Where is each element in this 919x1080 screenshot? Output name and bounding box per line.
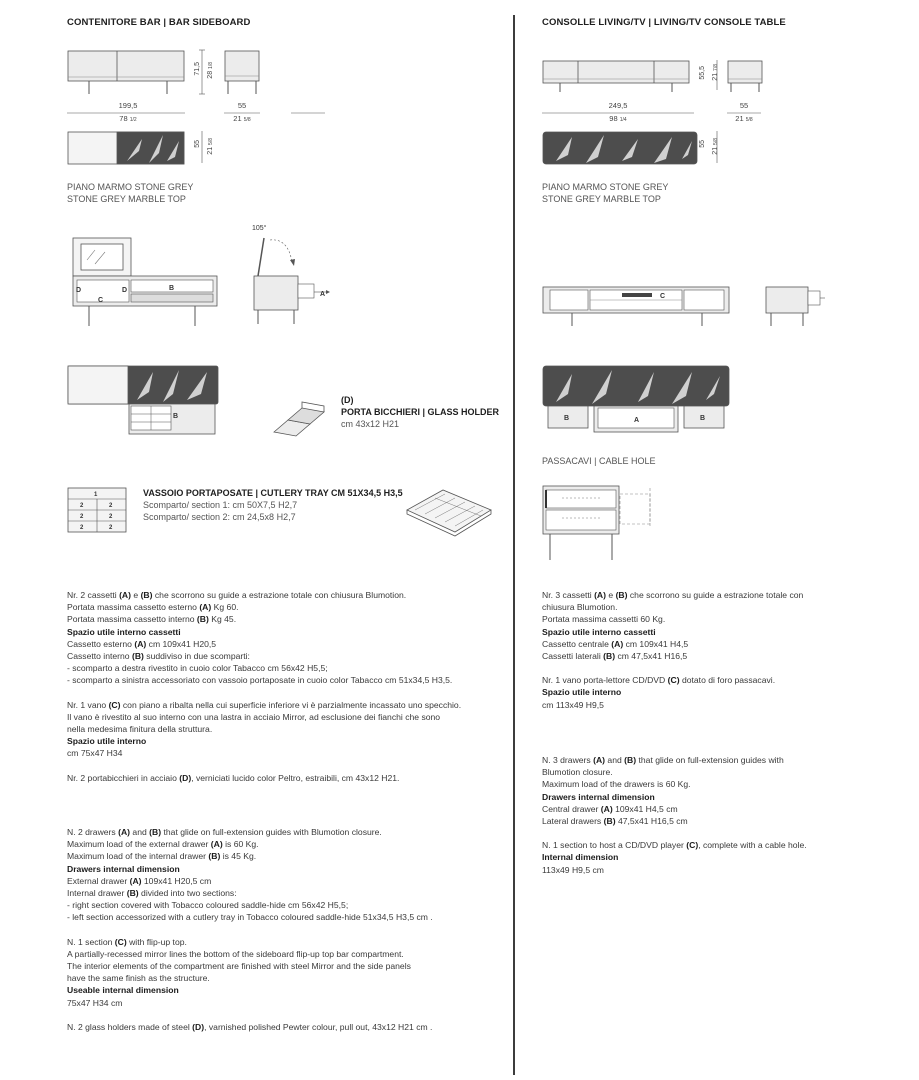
width-dimension-line xyxy=(67,112,325,114)
console-open-front-view: C xyxy=(542,286,730,326)
console-label-c: C xyxy=(660,293,665,300)
label-d1: D xyxy=(76,287,81,294)
label-b: B xyxy=(169,285,174,292)
left-marble-caption: PIANO MARMO STONE GREY STONE GREY MARBLE… xyxy=(67,182,194,204)
label-d2: D xyxy=(122,287,127,294)
console-width-in: 98 1/4 xyxy=(609,114,627,123)
height-cm: 71,5 xyxy=(194,62,201,76)
height-dimension-line xyxy=(199,49,205,95)
console-top-depth-in: 21 5/8 xyxy=(712,138,719,155)
width-in: 78 1/2 xyxy=(119,114,137,123)
console-top-plan xyxy=(542,131,698,165)
label-b-top: B xyxy=(173,413,178,420)
console-width-cm: 249,5 xyxy=(608,101,628,110)
sideboard-side-elevation xyxy=(224,50,260,94)
depth-in: 21 5/8 xyxy=(233,114,251,123)
console-label-a: A xyxy=(634,417,639,424)
glass-holder-illustration xyxy=(273,401,325,437)
console-top-depth-cm: 55 xyxy=(699,140,706,148)
tray-cell: 2 xyxy=(80,503,84,509)
console-height-in: 21 7/8 xyxy=(712,64,719,81)
top-depth-in: 21 5/8 xyxy=(207,138,214,155)
sideboard-top-view-open: B xyxy=(67,365,219,435)
left-product-title: CONTENITORE BAR | BAR SIDEBOARD xyxy=(67,17,251,28)
console-open-side-view xyxy=(765,286,825,326)
console-label-b1: B xyxy=(564,415,569,422)
depth-cm: 55 xyxy=(237,101,247,110)
top-depth-cm: 55 xyxy=(194,140,201,148)
cable-hole-section-view xyxy=(542,485,651,560)
glass-holder-title: PORTA BICCHIERI | GLASS HOLDER xyxy=(341,407,500,417)
console-side-elevation xyxy=(727,60,763,92)
cutlery-tray-block: VASSOIO PORTAPOSATE | CUTLERY TRAY CM 51… xyxy=(143,487,403,523)
tray-cell: 2 xyxy=(109,514,113,520)
console-front-elevation xyxy=(542,60,690,92)
label-c: C xyxy=(98,297,103,304)
cable-hole-caption: PASSACAVI | CABLE HOLE xyxy=(542,456,656,466)
angle-label: 105° xyxy=(252,224,267,232)
tray-section-1: 1 xyxy=(94,492,98,498)
left-english-description: N. 2 drawers (A) and (B) that glide on f… xyxy=(67,827,433,1032)
right-product-title: CONSOLLE LIVING/TV | LIVING/TV CONSOLE T… xyxy=(542,17,786,28)
tray-cell: 2 xyxy=(109,503,113,509)
tray-cell: 2 xyxy=(109,525,113,531)
depth-dimension-line xyxy=(224,112,260,114)
console-label-b2: B xyxy=(700,415,705,422)
sideboard-open-side-view: 105° A xyxy=(252,224,330,324)
column-separator xyxy=(513,15,515,1075)
right-italian-description: Nr. 3 cassetti (A) e (B) che scorrono su… xyxy=(542,590,804,710)
console-height-cm: 55,5 xyxy=(699,66,706,80)
cutlery-tray-grid: 1 2 2 2 2 2 2 xyxy=(67,487,127,533)
sideboard-front-elevation xyxy=(67,50,185,94)
console-width-dimension-line xyxy=(542,112,761,114)
glass-holder-code: (D) xyxy=(341,395,354,405)
console-depth-cm: 55 xyxy=(739,101,749,110)
glass-holder-size: cm 43x12 H21 xyxy=(341,419,400,429)
console-height-dimension-line xyxy=(716,60,718,90)
tray-cell: 2 xyxy=(80,525,84,531)
tray-cell: 2 xyxy=(80,514,84,520)
console-top-view-open: B A B xyxy=(542,365,730,433)
right-english-description: N. 3 drawers (A) and (B) that glide on f… xyxy=(542,755,807,875)
console-top-depth-dimension-line xyxy=(716,131,718,163)
tray-title: VASSOIO PORTAPOSATE | CUTLERY TRAY CM 51… xyxy=(143,488,403,498)
right-marble-caption: PIANO MARMO STONE GREY STONE GREY MARBLE… xyxy=(542,182,669,204)
sideboard-top-plan xyxy=(67,131,185,165)
tray-line1: Scomparto/ section 1: cm 50X7,5 H2,7 xyxy=(143,500,298,510)
cutlery-tray-3d xyxy=(406,489,492,537)
width-cm: 199,5 xyxy=(118,101,138,110)
glass-holder-block: (D) PORTA BICCHIERI | GLASS HOLDER cm 43… xyxy=(341,394,499,430)
tray-line2: Scomparto/ section 2: cm 24,5x8 H2,7 xyxy=(143,512,296,522)
top-depth-dimension-line xyxy=(201,131,203,163)
label-a: A xyxy=(320,291,325,298)
sideboard-open-front-view: D D C B xyxy=(72,237,218,326)
height-in: 28 1/8 xyxy=(207,62,214,79)
console-depth-in: 21 5/8 xyxy=(735,114,753,123)
left-italian-description: Nr. 2 cassetti (A) e (B) che scorrono su… xyxy=(67,590,462,783)
